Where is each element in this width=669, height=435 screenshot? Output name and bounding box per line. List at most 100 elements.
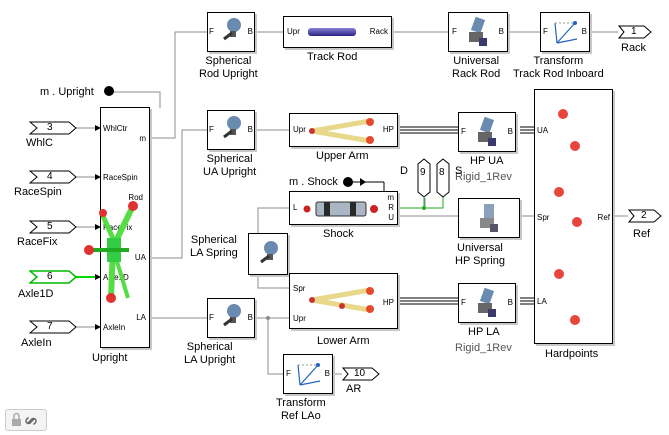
inport-label: RaceSpin: [14, 186, 62, 198]
universal-joint-icon: [469, 16, 487, 46]
inport-number: 4: [47, 171, 53, 182]
port-label: Upr: [293, 314, 306, 323]
port-label: Rack: [369, 27, 388, 36]
block-label: Hardpoints: [545, 348, 599, 360]
port-label: m: [387, 193, 394, 202]
port-label: L: [293, 203, 298, 212]
goto-shock-label: m . Shock: [289, 176, 338, 188]
universal-hp-spring-block[interactable]: [458, 198, 520, 238]
from-tag-8[interactable]: 8: [436, 158, 450, 203]
port-label: F: [461, 127, 466, 136]
port-label: m: [139, 134, 146, 143]
block-sublabel: Rigid_1Rev: [455, 342, 512, 354]
upper-arm-block[interactable]: Upr HP: [289, 113, 398, 147]
port-label: LA: [136, 313, 146, 322]
from-tag-number: 9: [420, 167, 426, 178]
outport-number: 1: [631, 26, 637, 37]
outport-rack[interactable]: 1: [617, 25, 652, 44]
port-label: B: [498, 27, 504, 36]
spherical-rod-upright-block[interactable]: F B: [207, 12, 255, 52]
port-label: F: [209, 313, 214, 322]
inport-whlc[interactable]: 3: [28, 121, 79, 140]
hp-la-block[interactable]: F B: [458, 283, 516, 323]
outport-ref[interactable]: 2: [627, 209, 662, 228]
block-label: Shock: [323, 228, 354, 240]
port-label: B: [247, 27, 253, 36]
port-label: B: [247, 313, 253, 322]
inport-number: 3: [47, 122, 53, 133]
outport-ar[interactable]: 10: [341, 367, 380, 386]
block-label: Upper Arm: [316, 150, 369, 162]
port-label: RaceSpin: [103, 173, 138, 182]
universal-joint-icon: [480, 204, 498, 232]
port-label: B: [581, 27, 587, 36]
inport-label: WhlC: [26, 137, 53, 149]
outport-number: 10: [354, 368, 366, 379]
outport-label: Rack: [621, 42, 647, 54]
spherical-joint-icon: [260, 241, 278, 264]
port-label: F: [452, 27, 457, 36]
spherical-joint-icon: [223, 304, 241, 327]
inport-number: 6: [47, 271, 53, 282]
upright-icon: [84, 201, 138, 303]
from-tag-number: 8: [439, 167, 445, 178]
spherical-ua-upright-block[interactable]: F B: [207, 110, 255, 150]
block-label: HP LA: [468, 326, 500, 338]
spherical-joint-icon: [223, 18, 241, 41]
inport-racespin[interactable]: 4: [28, 170, 79, 189]
track-rod-icon: [308, 28, 356, 36]
port-label: WhlCtr: [103, 124, 128, 133]
port-label: F: [461, 298, 466, 307]
spherical-la-spring-block[interactable]: [248, 233, 288, 275]
block-sublabel: Rigid_1Rev: [455, 171, 512, 183]
port-label: LA: [537, 297, 547, 306]
library-link-badge[interactable]: [5, 409, 47, 431]
lower-arm-block[interactable]: Spr Upr HP: [289, 273, 398, 329]
from-s-label: S: [455, 165, 463, 177]
transform-ref-lao-block[interactable]: F B: [283, 354, 333, 394]
inport-axlein[interactable]: 7: [28, 320, 79, 339]
port-label: Spr: [293, 284, 306, 293]
shock-icon: [303, 201, 378, 217]
goto-upright-label: m . Upright: [40, 86, 94, 98]
inport-racefix[interactable]: 5: [28, 220, 79, 239]
universal-joint-icon: [478, 116, 496, 146]
port-label: B: [324, 369, 330, 378]
track-rod-block[interactable]: Upr Rack: [283, 16, 392, 48]
spherical-joint-icon: [223, 116, 241, 139]
goto-shock-dot: [343, 177, 353, 187]
transform-icon: [554, 21, 578, 44]
upright-block[interactable]: WhlCtr m RaceSpin Rod RaceFix UA Axle1D …: [84, 107, 150, 348]
port-label: F: [209, 125, 214, 134]
spherical-la-upright-block[interactable]: F B: [207, 298, 255, 338]
port-label: B: [247, 125, 253, 134]
port-label: HP: [382, 298, 394, 307]
inport-axle1d[interactable]: 6: [27, 270, 79, 289]
inport-label: AxleIn: [21, 337, 52, 349]
port-label: Ref: [597, 213, 610, 222]
port-label: HP: [382, 125, 394, 134]
inport-number: 5: [47, 221, 53, 232]
port-label: Axle1D: [103, 273, 129, 282]
port-label: F: [543, 27, 548, 36]
transform-track-rod-block[interactable]: F B: [540, 12, 590, 52]
lock-icon: [12, 412, 21, 426]
hardpoints-block[interactable]: UA Spr LA Ref: [534, 89, 613, 344]
link-icon: [25, 416, 37, 426]
port-label: R: [388, 203, 394, 212]
port-label: Rod: [128, 193, 143, 202]
from-tag-9[interactable]: 9: [417, 158, 431, 203]
port-label: U: [388, 213, 394, 222]
hardpoints-icon: [554, 109, 582, 325]
shock-block[interactable]: L m R U: [289, 191, 398, 225]
universal-rack-rod-block[interactable]: F B: [448, 12, 508, 52]
hp-ua-block[interactable]: F B: [458, 112, 516, 152]
port-label: F: [286, 369, 291, 378]
